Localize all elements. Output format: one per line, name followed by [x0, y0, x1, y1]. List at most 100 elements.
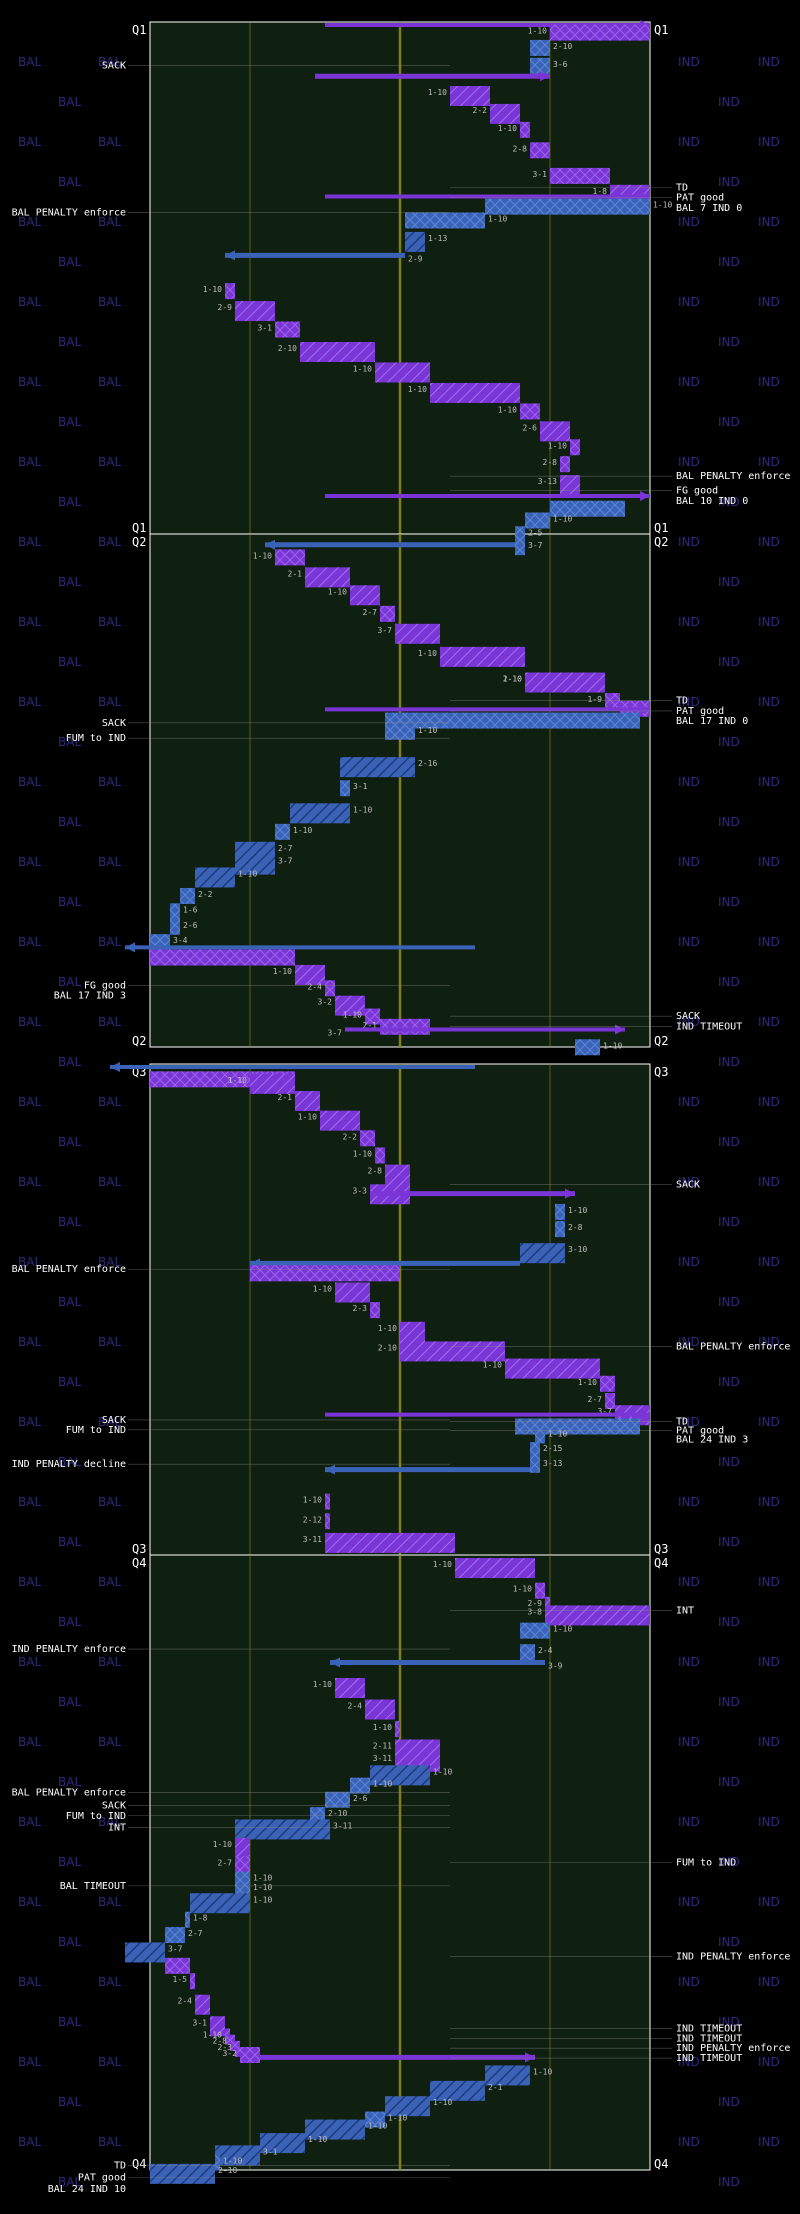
play-bar: [530, 1442, 540, 1459]
play-bar: [215, 2154, 220, 2171]
play-bar: [570, 439, 580, 456]
play-bar: [520, 1622, 550, 1639]
down-distance-label: 2-2: [343, 1132, 358, 1141]
team-watermark: BAL: [98, 295, 121, 309]
play-bar: [405, 212, 485, 229]
down-distance-label: 3-3: [353, 1186, 368, 1195]
down-distance-label: 1-10: [503, 675, 522, 684]
team-watermark: IND: [718, 495, 740, 509]
play-bar: [375, 362, 430, 383]
play-bar: [340, 780, 350, 797]
down-distance-label: 2-8: [568, 1223, 583, 1232]
team-watermark: IND: [678, 855, 700, 869]
quarter-label-bottom: Q2: [654, 1034, 668, 1048]
arrow-head: [330, 1657, 340, 1668]
down-distance-label: 2-10: [328, 1809, 347, 1818]
team-watermark: BAL: [58, 1215, 81, 1229]
event-label-left: FG good: [84, 980, 126, 991]
team-watermark: IND: [758, 935, 780, 949]
play-bar: [325, 1493, 330, 1510]
team-watermark: BAL: [18, 1975, 41, 1989]
team-watermark: IND: [758, 1335, 780, 1349]
team-watermark: IND: [758, 1575, 780, 1589]
team-watermark: IND: [678, 535, 700, 549]
down-distance-label: 3-7: [598, 1407, 613, 1416]
down-distance-label: 3-7: [328, 1028, 343, 1037]
team-watermark: BAL: [58, 815, 81, 829]
team-watermark: IND: [718, 575, 740, 589]
down-distance-label: 1-10: [343, 1011, 362, 1020]
play-bar: [385, 2096, 430, 2117]
event-label-right: IND PENALTY enforce: [676, 1952, 790, 1963]
team-watermark: BAL: [98, 55, 121, 69]
team-watermark: BAL: [98, 2055, 121, 2069]
team-watermark: IND: [718, 415, 740, 429]
team-watermark: BAL: [58, 335, 81, 349]
team-watermark: IND: [678, 1095, 700, 1109]
team-watermark: IND: [718, 1295, 740, 1309]
down-distance-label: 3-2: [318, 998, 333, 1007]
arrow-head: [325, 1464, 335, 1475]
event-label-right: TD: [676, 696, 688, 707]
team-watermark: IND: [718, 1935, 740, 1949]
down-distance-label: 2-3: [218, 2043, 233, 2052]
down-distance-label: 2-7: [363, 608, 378, 617]
play-bar: [560, 475, 580, 496]
play-bar: [150, 949, 295, 966]
down-distance-label: 1-10: [548, 1429, 567, 1438]
team-watermark: IND: [758, 455, 780, 469]
team-watermark: IND: [718, 2095, 740, 2109]
down-distance-label: 2-9: [218, 303, 233, 312]
team-watermark: IND: [678, 1175, 700, 1189]
team-watermark: IND: [678, 1255, 700, 1269]
play-bar: [515, 539, 525, 556]
down-distance-label: 2-6: [183, 921, 198, 930]
play-bar: [555, 1203, 565, 1220]
play-bar: [325, 1513, 330, 1530]
play-bar: [385, 712, 640, 729]
team-watermark: BAL: [18, 1815, 41, 1829]
team-watermark: BAL: [18, 1095, 41, 1109]
down-distance-label: 3-2: [223, 2049, 238, 2058]
team-watermark: BAL: [98, 535, 121, 549]
team-watermark: BAL: [58, 2175, 81, 2189]
play-bar: [535, 1582, 545, 1599]
down-distance-label: 2-8: [513, 144, 528, 153]
down-distance-label: 3-8: [528, 1607, 543, 1616]
team-watermark: BAL: [18, 55, 41, 69]
play-bar: [235, 1880, 250, 1897]
event-label-left: FUM to IND: [66, 1425, 126, 1436]
down-distance-label: 2-1: [488, 2083, 503, 2092]
down-distance-label: 1-10: [528, 27, 547, 36]
arrow-head: [640, 491, 650, 502]
team-watermark: IND: [718, 1775, 740, 1789]
team-watermark: BAL: [58, 1375, 81, 1389]
score-label: BAL 17 IND 3: [54, 991, 126, 1002]
play-bar: [395, 1721, 400, 1738]
down-distance-label: 1-10: [313, 1680, 332, 1689]
team-watermark: BAL: [58, 1455, 81, 1469]
event-label-right: PAT good: [676, 1425, 724, 1436]
play-bar: [210, 2016, 225, 2037]
team-watermark: IND: [758, 1015, 780, 1029]
play-bar: [535, 1427, 545, 1444]
event-label-left: BAL TIMEOUT: [60, 1881, 126, 1892]
event-label-right: IND TIMEOUT: [676, 2024, 742, 2035]
down-distance-label: 3-6: [553, 60, 568, 69]
team-watermark: IND: [758, 1895, 780, 1909]
play-bar: [290, 803, 350, 824]
play-bar: [405, 231, 425, 252]
team-watermark: IND: [758, 1415, 780, 1429]
event-label-left: FUM to IND: [66, 733, 126, 744]
team-watermark: IND: [758, 1495, 780, 1509]
down-distance-label: 1-10: [238, 869, 257, 878]
play-bar: [230, 2034, 235, 2051]
team-watermark: IND: [678, 935, 700, 949]
team-watermark: IND: [758, 295, 780, 309]
arrow-head: [640, 704, 650, 715]
play-bar: [275, 321, 300, 338]
down-distance-label: 2-15: [543, 1444, 562, 1453]
team-watermark: IND: [678, 1735, 700, 1749]
down-distance-label: 3-11: [333, 1821, 352, 1830]
play-bar: [525, 672, 605, 693]
